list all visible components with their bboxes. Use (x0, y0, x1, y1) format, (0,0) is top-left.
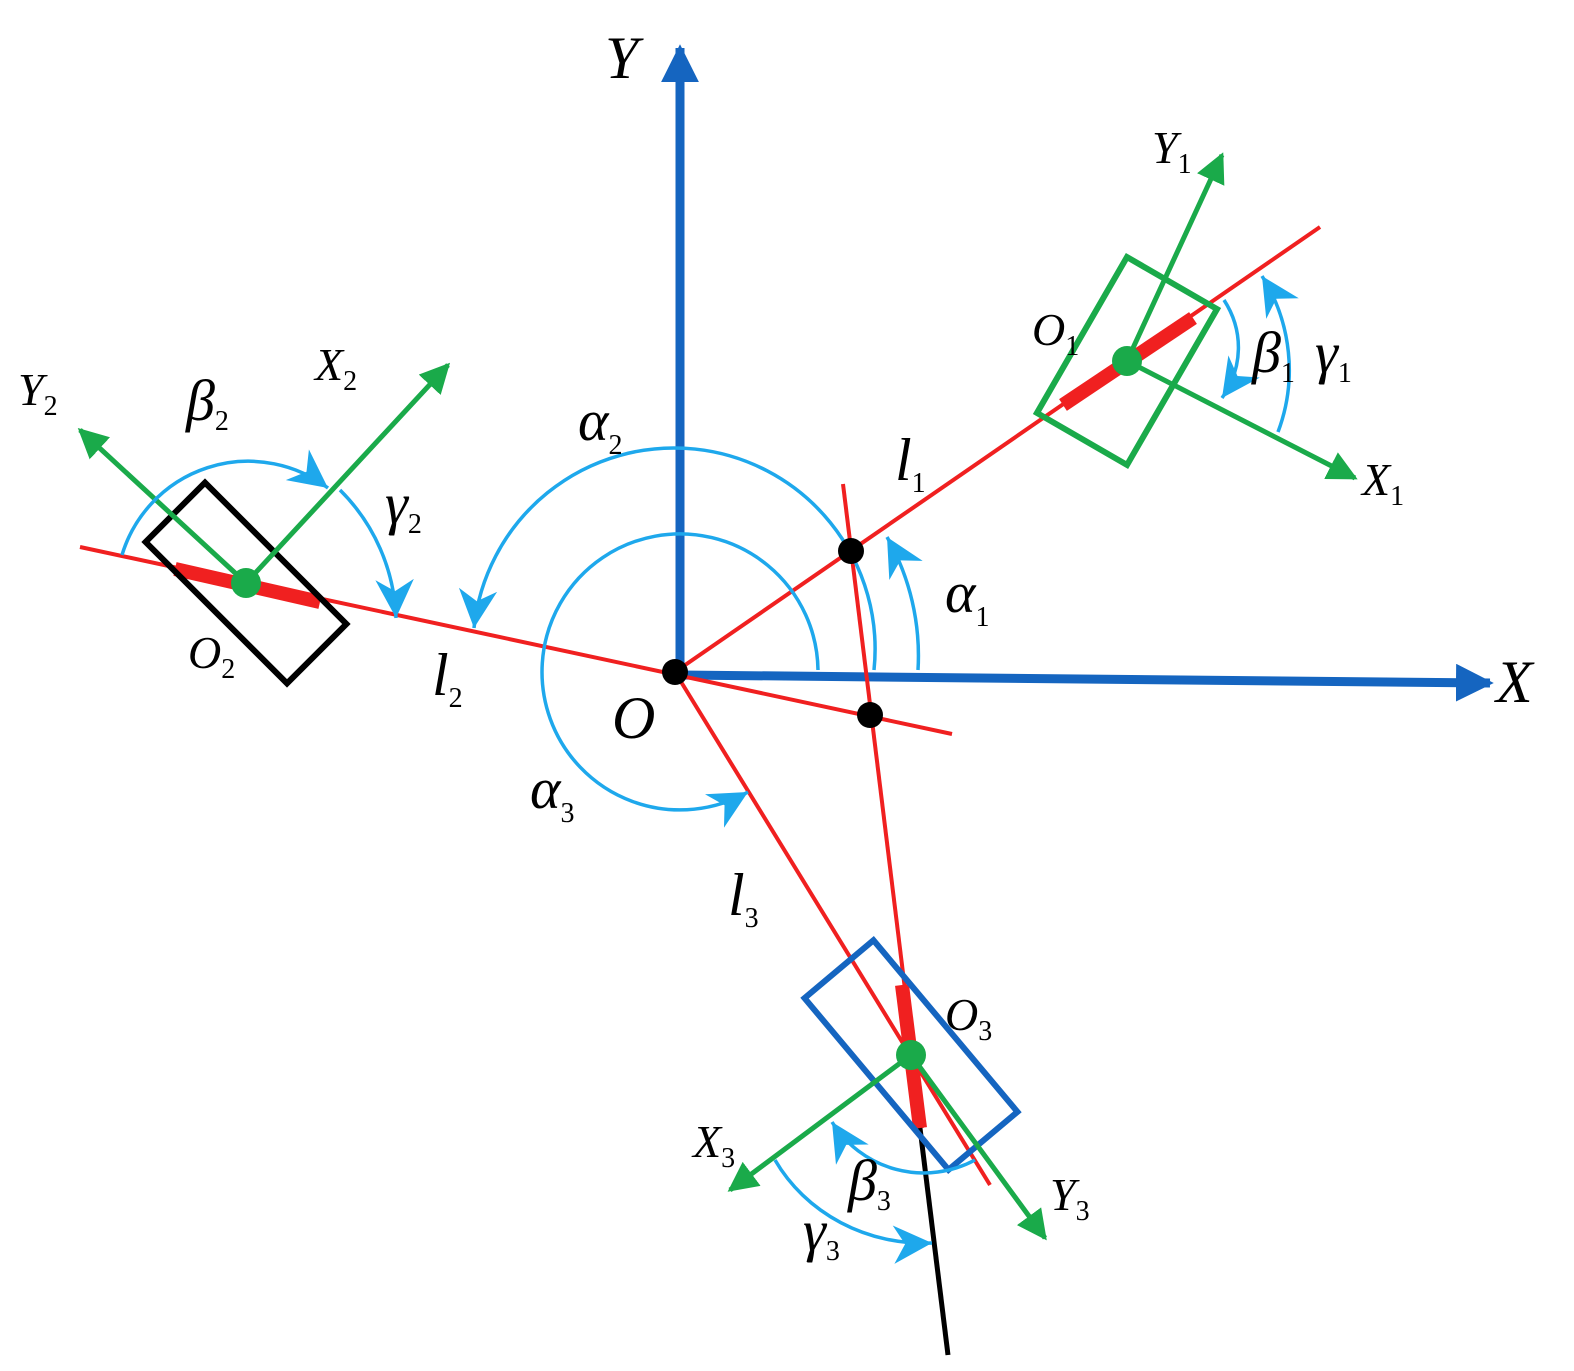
label-y1: Y1 (1152, 122, 1192, 180)
label-l3: l3 (728, 862, 759, 934)
arc-gamma3 (773, 1159, 933, 1264)
arc-inner (540, 532, 820, 828)
point-o1 (1112, 346, 1142, 376)
arc-gamma1 (1260, 275, 1299, 433)
local-y1-axis (1124, 152, 1225, 363)
local-y2-axis (77, 427, 248, 585)
label-y3: Y3 (1050, 1169, 1090, 1227)
arc-beta2 (120, 449, 330, 556)
arc-gamma2 (338, 488, 414, 619)
label-o2: O2 (188, 627, 235, 685)
label-gamma1: γ1 (1315, 320, 1352, 389)
local-y3-axis (908, 1053, 1048, 1241)
local-x1-axis (1125, 358, 1358, 481)
label-gamma3: γ3 (803, 1198, 840, 1267)
local-x3-axis (727, 1052, 913, 1193)
label-l2: l2 (432, 642, 463, 714)
global-x-axis (679, 663, 1494, 702)
point-intersection-1 (838, 538, 864, 564)
line-l1 (673, 225, 1322, 674)
label-alpha1: α1 (945, 560, 989, 633)
tail-line (917, 1127, 951, 1356)
label-beta2: β2 (185, 368, 229, 437)
arc-alpha2 (458, 446, 877, 671)
label-l1: l1 (895, 427, 926, 499)
label-x1: X1 (1360, 454, 1404, 512)
arc-alpha1 (885, 536, 923, 671)
label-beta3: β3 (847, 1148, 891, 1217)
point-intersection-2 (857, 702, 883, 728)
label-gamma2: γ2 (385, 471, 422, 540)
label-x: X (1494, 649, 1535, 715)
label-x2: X2 (313, 339, 357, 397)
arc-beta3 (830, 1121, 976, 1175)
local-x2-axis (244, 362, 451, 585)
label-alpha3: α3 (530, 756, 574, 829)
frame-1 (1032, 252, 1222, 470)
label-o: O (612, 685, 655, 751)
line-l3 (673, 670, 992, 1187)
label-o1: O1 (1032, 304, 1079, 362)
label-y2: Y2 (18, 364, 58, 422)
label-x3: X3 (691, 1116, 735, 1174)
label-o3: O3 (945, 989, 992, 1047)
label-y: Y (605, 25, 644, 91)
label-beta1: β1 (1251, 320, 1295, 389)
label-alpha2: α2 (578, 388, 622, 461)
arc-beta1 (1220, 299, 1260, 400)
frame-3 (800, 936, 1022, 1174)
point-origin (662, 659, 688, 685)
point-o3 (896, 1040, 926, 1070)
point-o2 (231, 568, 261, 598)
